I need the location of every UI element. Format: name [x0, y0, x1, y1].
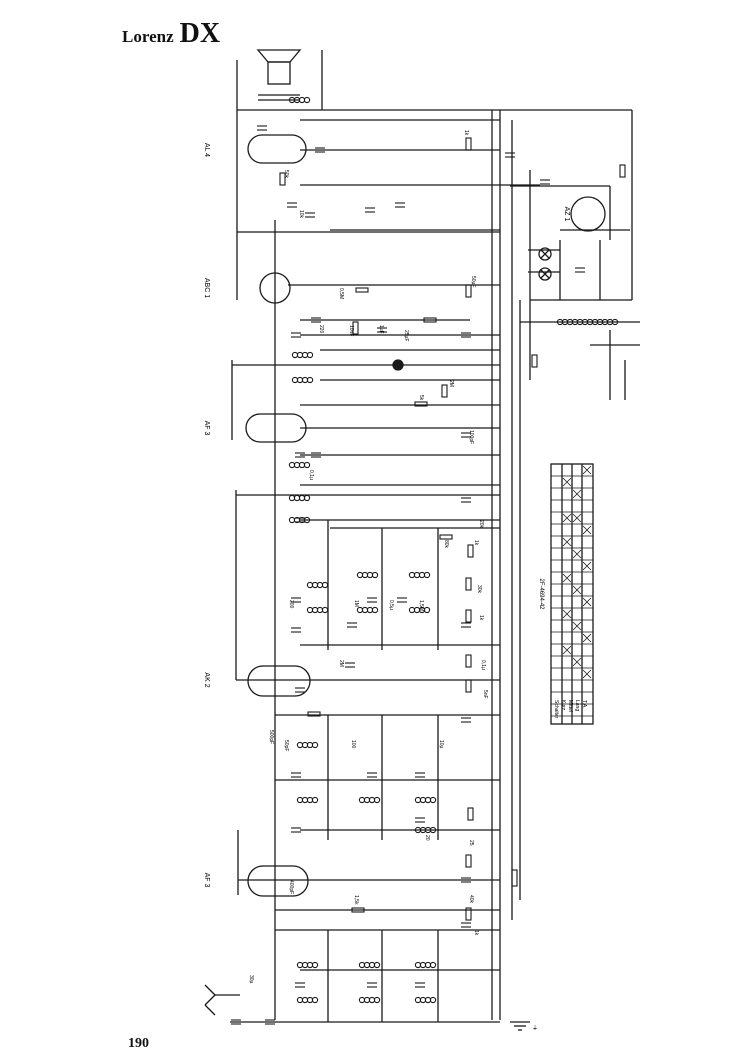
component-value: 10µ [438, 740, 444, 749]
component-value: 1k [473, 930, 479, 936]
model-name: DX [179, 18, 221, 49]
document-title: Lorenz DX [122, 18, 220, 50]
component-value: 0,1µ [480, 660, 486, 670]
ground-symbol: ⏚ [532, 1025, 538, 1032]
component-value: 2M [338, 660, 344, 667]
component-value: 100pF [468, 430, 474, 444]
component-value: 10nF [348, 325, 354, 336]
component-value: 220 [318, 325, 324, 334]
component-value: 30k [476, 585, 482, 594]
switch-table-row: Mittel [567, 700, 573, 712]
component-value: 5k [418, 395, 424, 401]
component-value: 400pF [288, 880, 294, 894]
component-value: 1k [478, 615, 484, 621]
component-value: 1,5k [353, 895, 359, 905]
component-value: 25 [468, 840, 474, 846]
component-value: 1µF [378, 325, 384, 334]
component-value: 100 [350, 740, 356, 749]
component-value: 5nF [482, 690, 488, 699]
component-value: 0,5M [338, 288, 344, 299]
switch-table-row: Schalter [553, 700, 559, 719]
tube-label: AF 3 [203, 873, 210, 888]
component-value: 1M [353, 600, 359, 607]
component-value: 2M [448, 380, 454, 387]
component-value: 1k [463, 130, 469, 136]
component-value: 10k [298, 210, 304, 219]
tube-label: AF 3 [203, 421, 210, 436]
component-value: 40k [468, 895, 474, 904]
component-value: 25µF [403, 330, 409, 342]
switch-table-row: Kurz [560, 700, 566, 711]
component-value: 20 [424, 835, 430, 841]
page-number: 190 [128, 1036, 149, 1051]
component-value: 50µF [470, 276, 476, 288]
tube-label: ABC 1 [203, 278, 210, 298]
tube-labels: AL 4 ABC 1 AF 3 AK 2 AF 3 AZ 1 [203, 143, 570, 888]
tube-label: AZ 1 [563, 207, 570, 222]
tube-label: AL 4 [203, 143, 210, 157]
switch-table-row: T.A. [581, 700, 587, 709]
component-value: 500pF [268, 730, 274, 744]
component-value-labels: 1k 50k 10k 0,5M 50µF 10nF 1µF 220 25µF 0,1µ 5k 2M 10… [248, 130, 538, 1032]
component-value: 0,5µ [388, 600, 394, 610]
component-value: 1k [473, 540, 479, 546]
switch-table-row: Lang [574, 700, 580, 711]
component-value: 200 [288, 600, 294, 609]
component-value: 20k [478, 520, 484, 529]
component-value: 50pF [283, 740, 289, 751]
switch-table-code: 2F-4694-42 [538, 578, 544, 610]
component-value: 80k [443, 540, 449, 549]
component-value: 1,5M [418, 600, 424, 611]
component-value: 0,1µ [308, 470, 314, 480]
tube-label: AK 2 [203, 672, 210, 687]
manufacturer-name: Lorenz [122, 27, 174, 46]
component-value: 30µ [248, 975, 254, 984]
component-value: 50k [283, 170, 289, 179]
